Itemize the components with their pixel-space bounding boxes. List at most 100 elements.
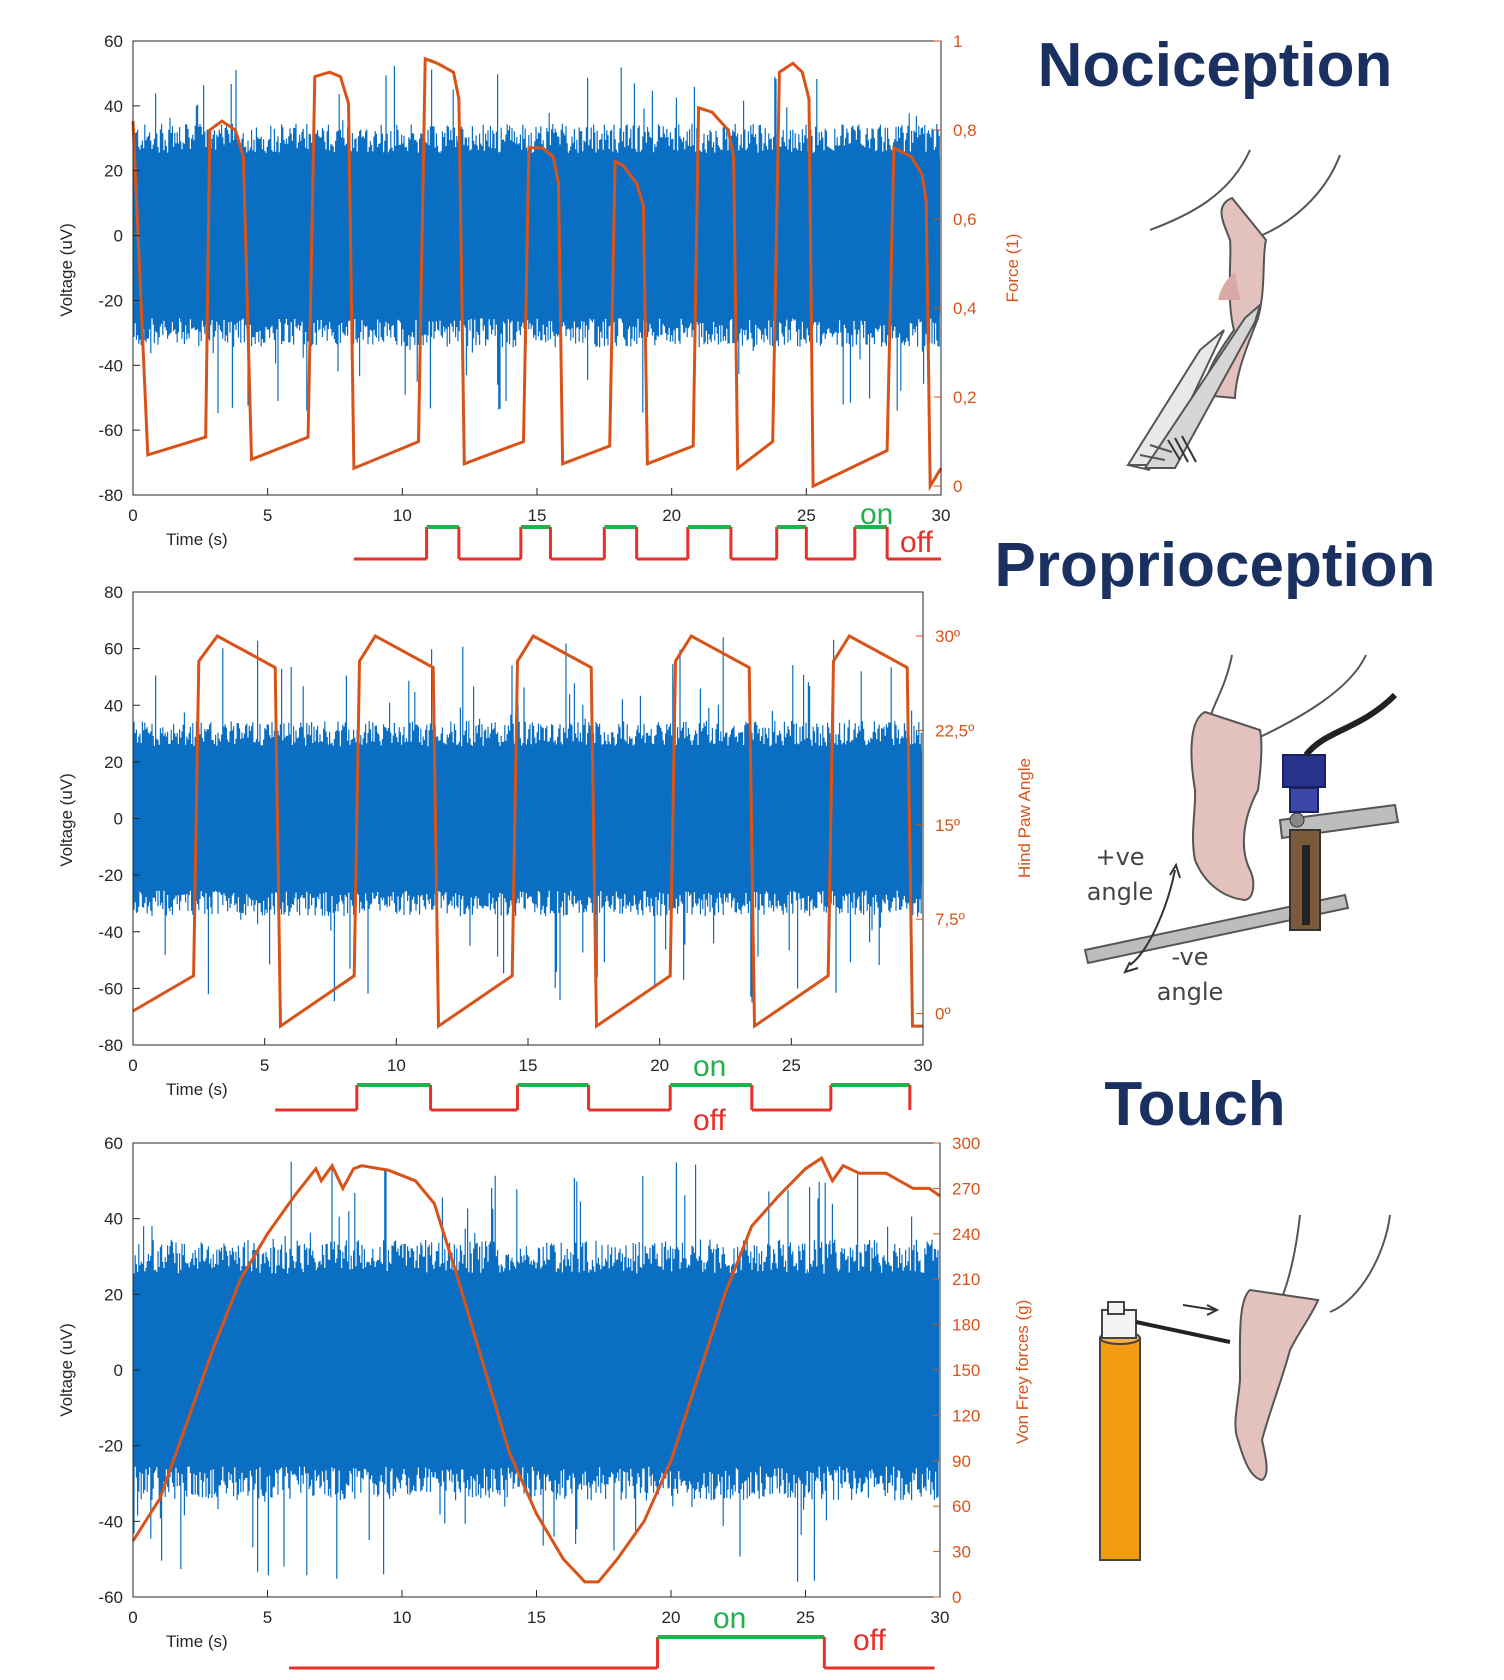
x-tick-label: 25: [796, 1608, 815, 1627]
y2-tick-label: 0,8: [953, 121, 977, 140]
y2-tick-label: 240: [952, 1225, 980, 1244]
angle-label-lower: angle: [1157, 978, 1224, 1006]
y-tick-label: -80: [98, 1036, 123, 1055]
voltage-trace: [133, 637, 922, 1003]
stimulus-off-label: off: [853, 1624, 886, 1657]
voltage-core: [134, 1279, 939, 1461]
x-tick-label: 15: [527, 1608, 546, 1627]
von-frey-filament-illustration: [1099, 1214, 1391, 1561]
stimulus-off-label: off: [900, 526, 933, 559]
y-axis-left-tick-labels: 80 60 40 20 0 -20 -40 -60 -80: [98, 583, 123, 1055]
y-axis-title: Voltage (uV): [57, 773, 76, 867]
x-tick-label: 20: [662, 506, 681, 525]
x-tick-label: 20: [650, 1056, 669, 1075]
x-tick-label: 5: [263, 506, 272, 525]
heading-proprioception: Proprioception: [995, 531, 1436, 600]
y-tick-label: 20: [104, 162, 123, 181]
x-tick-label: 10: [393, 506, 412, 525]
y2-tick-label: 180: [952, 1316, 980, 1335]
y-tick-label: 0: [114, 1361, 123, 1380]
y-tick-label: -20: [98, 866, 123, 885]
x-tick-label: 30: [931, 1608, 950, 1627]
negative-angle-label: -ve: [1172, 943, 1209, 971]
y-axis-title: Voltage (uV): [57, 223, 76, 317]
y-tick-label: -60: [98, 1588, 123, 1607]
x-axis-title: Time (s): [166, 1632, 228, 1651]
y-axis-left-tick-labels: 60 40 20 0 -20 -40 -60 -80: [98, 32, 123, 505]
x-tick-label: 5: [260, 1056, 269, 1075]
forceps-on-hind-paw-illustration: [1126, 149, 1341, 471]
chart-proprioception: 80 60 40 20 0 -20 -40 -60 -80 30º 22,5º …: [57, 583, 1034, 1137]
y2-tick-label: 30º: [935, 627, 960, 646]
y-axis-right-tick-labels: 300 270 240 210 180 150 120 90 60 30 0: [952, 1134, 980, 1607]
y-tick-label: -80: [98, 486, 123, 505]
y2-tick-label: 270: [952, 1179, 980, 1198]
y2-tick-label: 90: [952, 1452, 971, 1471]
x-axis-tick-labels: 0 5 10 15 20 25 30: [128, 1056, 932, 1075]
y2-tick-label: 210: [952, 1270, 980, 1289]
y-tick-label: 80: [104, 583, 123, 602]
y2-tick-label: 0,2: [953, 388, 977, 407]
x-tick-label: 30: [932, 506, 951, 525]
y-tick-label: -20: [98, 291, 123, 310]
x-tick-label: 25: [782, 1056, 801, 1075]
x-axis-tick-labels: 0 5 10 15 20 25 30: [128, 506, 950, 525]
x-tick-label: 5: [263, 1608, 272, 1627]
stimulus-on-label: on: [713, 1602, 746, 1635]
angle-line: [132, 634, 923, 1029]
y-axis-title: Voltage (uV): [57, 1323, 76, 1417]
y2-tick-label: 1: [953, 32, 962, 51]
y-tick-label: -60: [98, 421, 123, 440]
y-tick-label: -40: [98, 923, 123, 942]
y-axis-left-tick-labels: 60 40 20 0 -20 -40 -60: [98, 1134, 123, 1607]
y-tick-label: 20: [104, 753, 123, 772]
x-tick-label: 25: [797, 506, 816, 525]
x-tick-label: 0: [128, 506, 137, 525]
heading-touch: Touch: [1104, 1070, 1285, 1139]
x-tick-label: 0: [128, 1056, 137, 1075]
x-tick-label: 30: [914, 1056, 933, 1075]
x-axis-title: Time (s): [166, 530, 228, 549]
y-tick-label: -20: [98, 1437, 123, 1456]
stimulus-on-off-trace: [275, 1083, 912, 1112]
voltage-core: [134, 750, 922, 887]
y2-tick-label: 22,5º: [935, 721, 974, 740]
y2-axis-title: Force (1): [1003, 234, 1022, 303]
x-tick-label: 15: [519, 1056, 538, 1075]
heading-nociception: Nociception: [1038, 31, 1393, 100]
stimulus-on-off-trace: [353, 525, 941, 561]
y-tick-label: 20: [104, 1285, 123, 1304]
y-tick-label: 0: [114, 810, 123, 829]
x-axis-title: Time (s): [166, 1080, 228, 1099]
y-axis-right-tick-labels: 1 0,8 0,6 0,4 0,2 0: [953, 32, 977, 496]
y2-tick-label: 0º: [935, 1005, 951, 1024]
y2-tick-label: 0: [953, 477, 962, 496]
stimulus-off-label: off: [693, 1104, 726, 1137]
y2-tick-label: 30: [952, 1543, 971, 1562]
y2-tick-label: 0,4: [953, 299, 977, 318]
angle-label-upper: angle: [1087, 878, 1154, 906]
x-axis-tick-labels: 0 5 10 15 20 25 30: [128, 1608, 949, 1627]
y-tick-label: 60: [104, 32, 123, 51]
y2-tick-label: 300: [952, 1134, 980, 1153]
x-tick-label: 10: [393, 1608, 412, 1627]
voltage-core: [134, 157, 940, 314]
stimulus-on-label: on: [693, 1050, 726, 1083]
positive-angle-label: +ve: [1095, 843, 1144, 871]
x-tick-label: 0: [128, 1608, 137, 1627]
voltage-trace: [133, 1161, 939, 1582]
voltage-trace: [133, 65, 940, 414]
goniometer-hind-paw-illustration: +ve angle -ve angle: [1083, 654, 1400, 1006]
y-axis-right-tick-labels: 30º 22,5º 15º 7,5º 0º: [935, 627, 974, 1024]
chart-nociception: 60 40 20 0 -20 -40 -60 -80 1 0,8 0,6 0,4…: [57, 32, 1022, 561]
force-line: [131, 56, 943, 492]
y2-tick-label: 15º: [935, 816, 960, 835]
stimulus-on-off-trace: [289, 1635, 935, 1670]
y-tick-label: 40: [104, 696, 123, 715]
y-tick-label: -60: [98, 979, 123, 998]
axis-ticks: [132, 1142, 941, 1598]
x-tick-label: 20: [662, 1608, 681, 1627]
y2-tick-label: 7,5º: [935, 910, 965, 929]
y2-tick-label: 60: [952, 1497, 971, 1516]
